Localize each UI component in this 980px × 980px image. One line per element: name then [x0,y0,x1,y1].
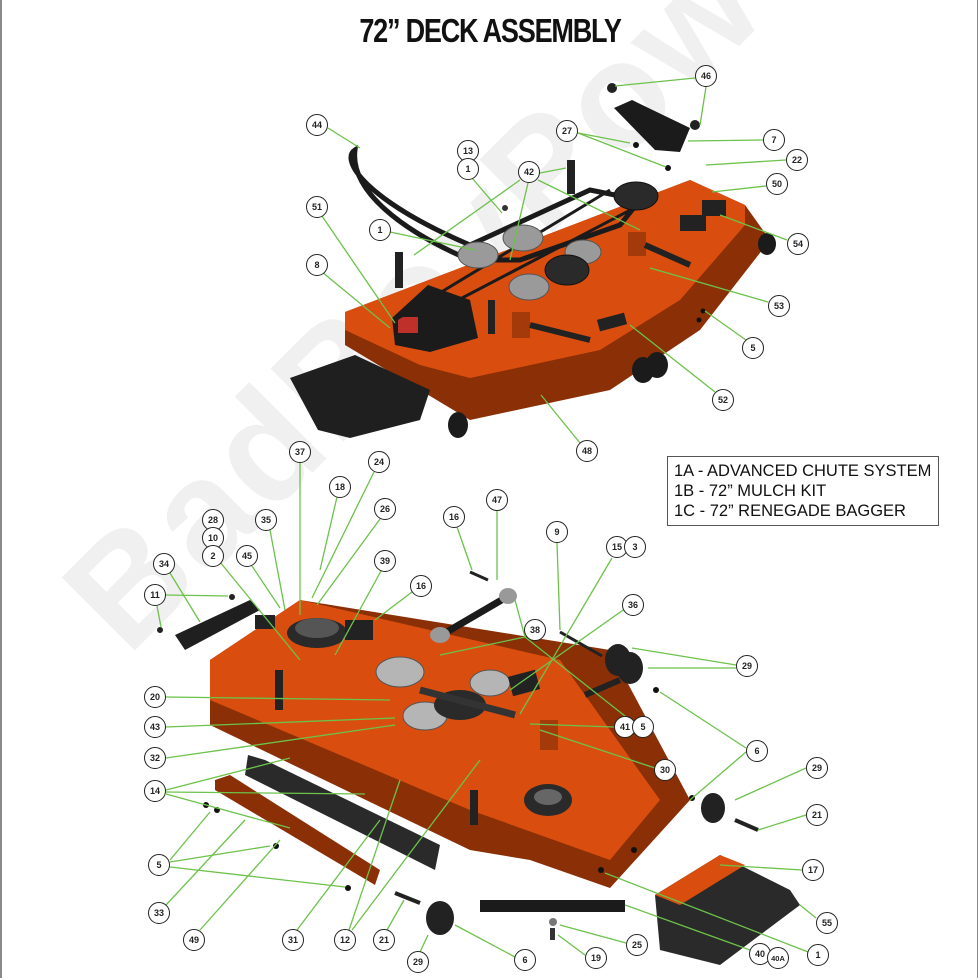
part-callout-12: 12 [334,929,356,951]
part-callout-2: 2 [202,545,224,567]
part-callout-1: 1 [369,219,391,241]
part-callout-36: 36 [622,594,644,616]
part-callout-13: 13 [457,140,479,162]
part-callout-25: 25 [626,934,648,956]
legend-item-1c: 1C - 72” RENEGADE BAGGER [674,502,906,520]
part-callout-34: 34 [153,553,175,575]
part-callout-8: 8 [306,254,328,276]
part-callout-9: 9 [546,521,568,543]
part-callout-17: 17 [802,859,824,881]
part-callout-6: 6 [746,740,768,762]
part-callout-16: 16 [443,506,465,528]
part-callout-21: 21 [806,804,828,826]
part-callout-52: 52 [712,389,734,411]
part-callout-1: 1 [807,944,829,966]
part-callout-41: 41 [614,716,636,738]
part-callout-43: 43 [144,716,166,738]
part-callout-29: 29 [736,655,758,677]
kit-legend: 1A - ADVANCED CHUTE SYSTEM 1B - 72” MULC… [667,456,939,526]
bottom-deck-view [157,570,800,965]
part-callout-5: 5 [632,716,654,738]
part-callout-42: 42 [518,161,540,183]
part-callout-53: 53 [768,295,790,317]
part-callout-46: 46 [695,65,717,87]
part-callout-55: 55 [816,912,838,934]
part-callout-5: 5 [742,337,764,359]
page-title: 72” DECK ASSEMBLY [359,12,622,49]
part-callout-24: 24 [368,451,390,473]
part-callout-29: 29 [407,951,429,973]
part-callout-3: 3 [624,536,646,558]
leader-lines [156,77,817,958]
part-callout-18: 18 [329,476,351,498]
part-callout-6: 6 [514,949,536,971]
part-callout-27: 27 [556,120,578,142]
part-callout-48: 48 [576,440,598,462]
part-callout-44: 44 [306,114,328,136]
part-callout-32: 32 [144,747,166,769]
part-callout-11: 11 [144,584,166,606]
part-callout-20: 20 [144,686,166,708]
part-callout-21: 21 [373,929,395,951]
part-callout-29: 29 [806,757,828,779]
part-callout-19: 19 [585,947,607,969]
part-callout-16: 16 [410,575,432,597]
part-callout-26: 26 [374,498,396,520]
part-callout-7: 7 [763,129,785,151]
part-callout-50: 50 [766,173,788,195]
part-callout-33: 33 [148,902,170,924]
top-deck-view [290,83,776,438]
part-callout-49: 49 [183,929,205,951]
part-callout-30: 30 [654,759,676,781]
part-callout-10: 10 [202,527,224,549]
part-callout-47: 47 [486,489,508,511]
part-callout-38: 38 [524,619,546,641]
part-callout-39: 39 [374,550,396,572]
part-callout-14: 14 [144,780,166,802]
part-callout-35: 35 [255,509,277,531]
part-callout-22: 22 [786,149,808,171]
legend-item-1a: 1A - ADVANCED CHUTE SYSTEM [674,462,932,480]
part-callout-37: 37 [289,441,311,463]
part-callout-31: 31 [282,929,304,951]
part-callout-54: 54 [787,233,809,255]
part-callout-45: 45 [236,545,258,567]
part-callout-40a: 40A [767,947,789,969]
part-callout-1: 1 [457,158,479,180]
part-callout-51: 51 [306,196,328,218]
legend-item-1b: 1B - 72” MULCH KIT [674,482,827,500]
part-callout-5: 5 [148,854,170,876]
